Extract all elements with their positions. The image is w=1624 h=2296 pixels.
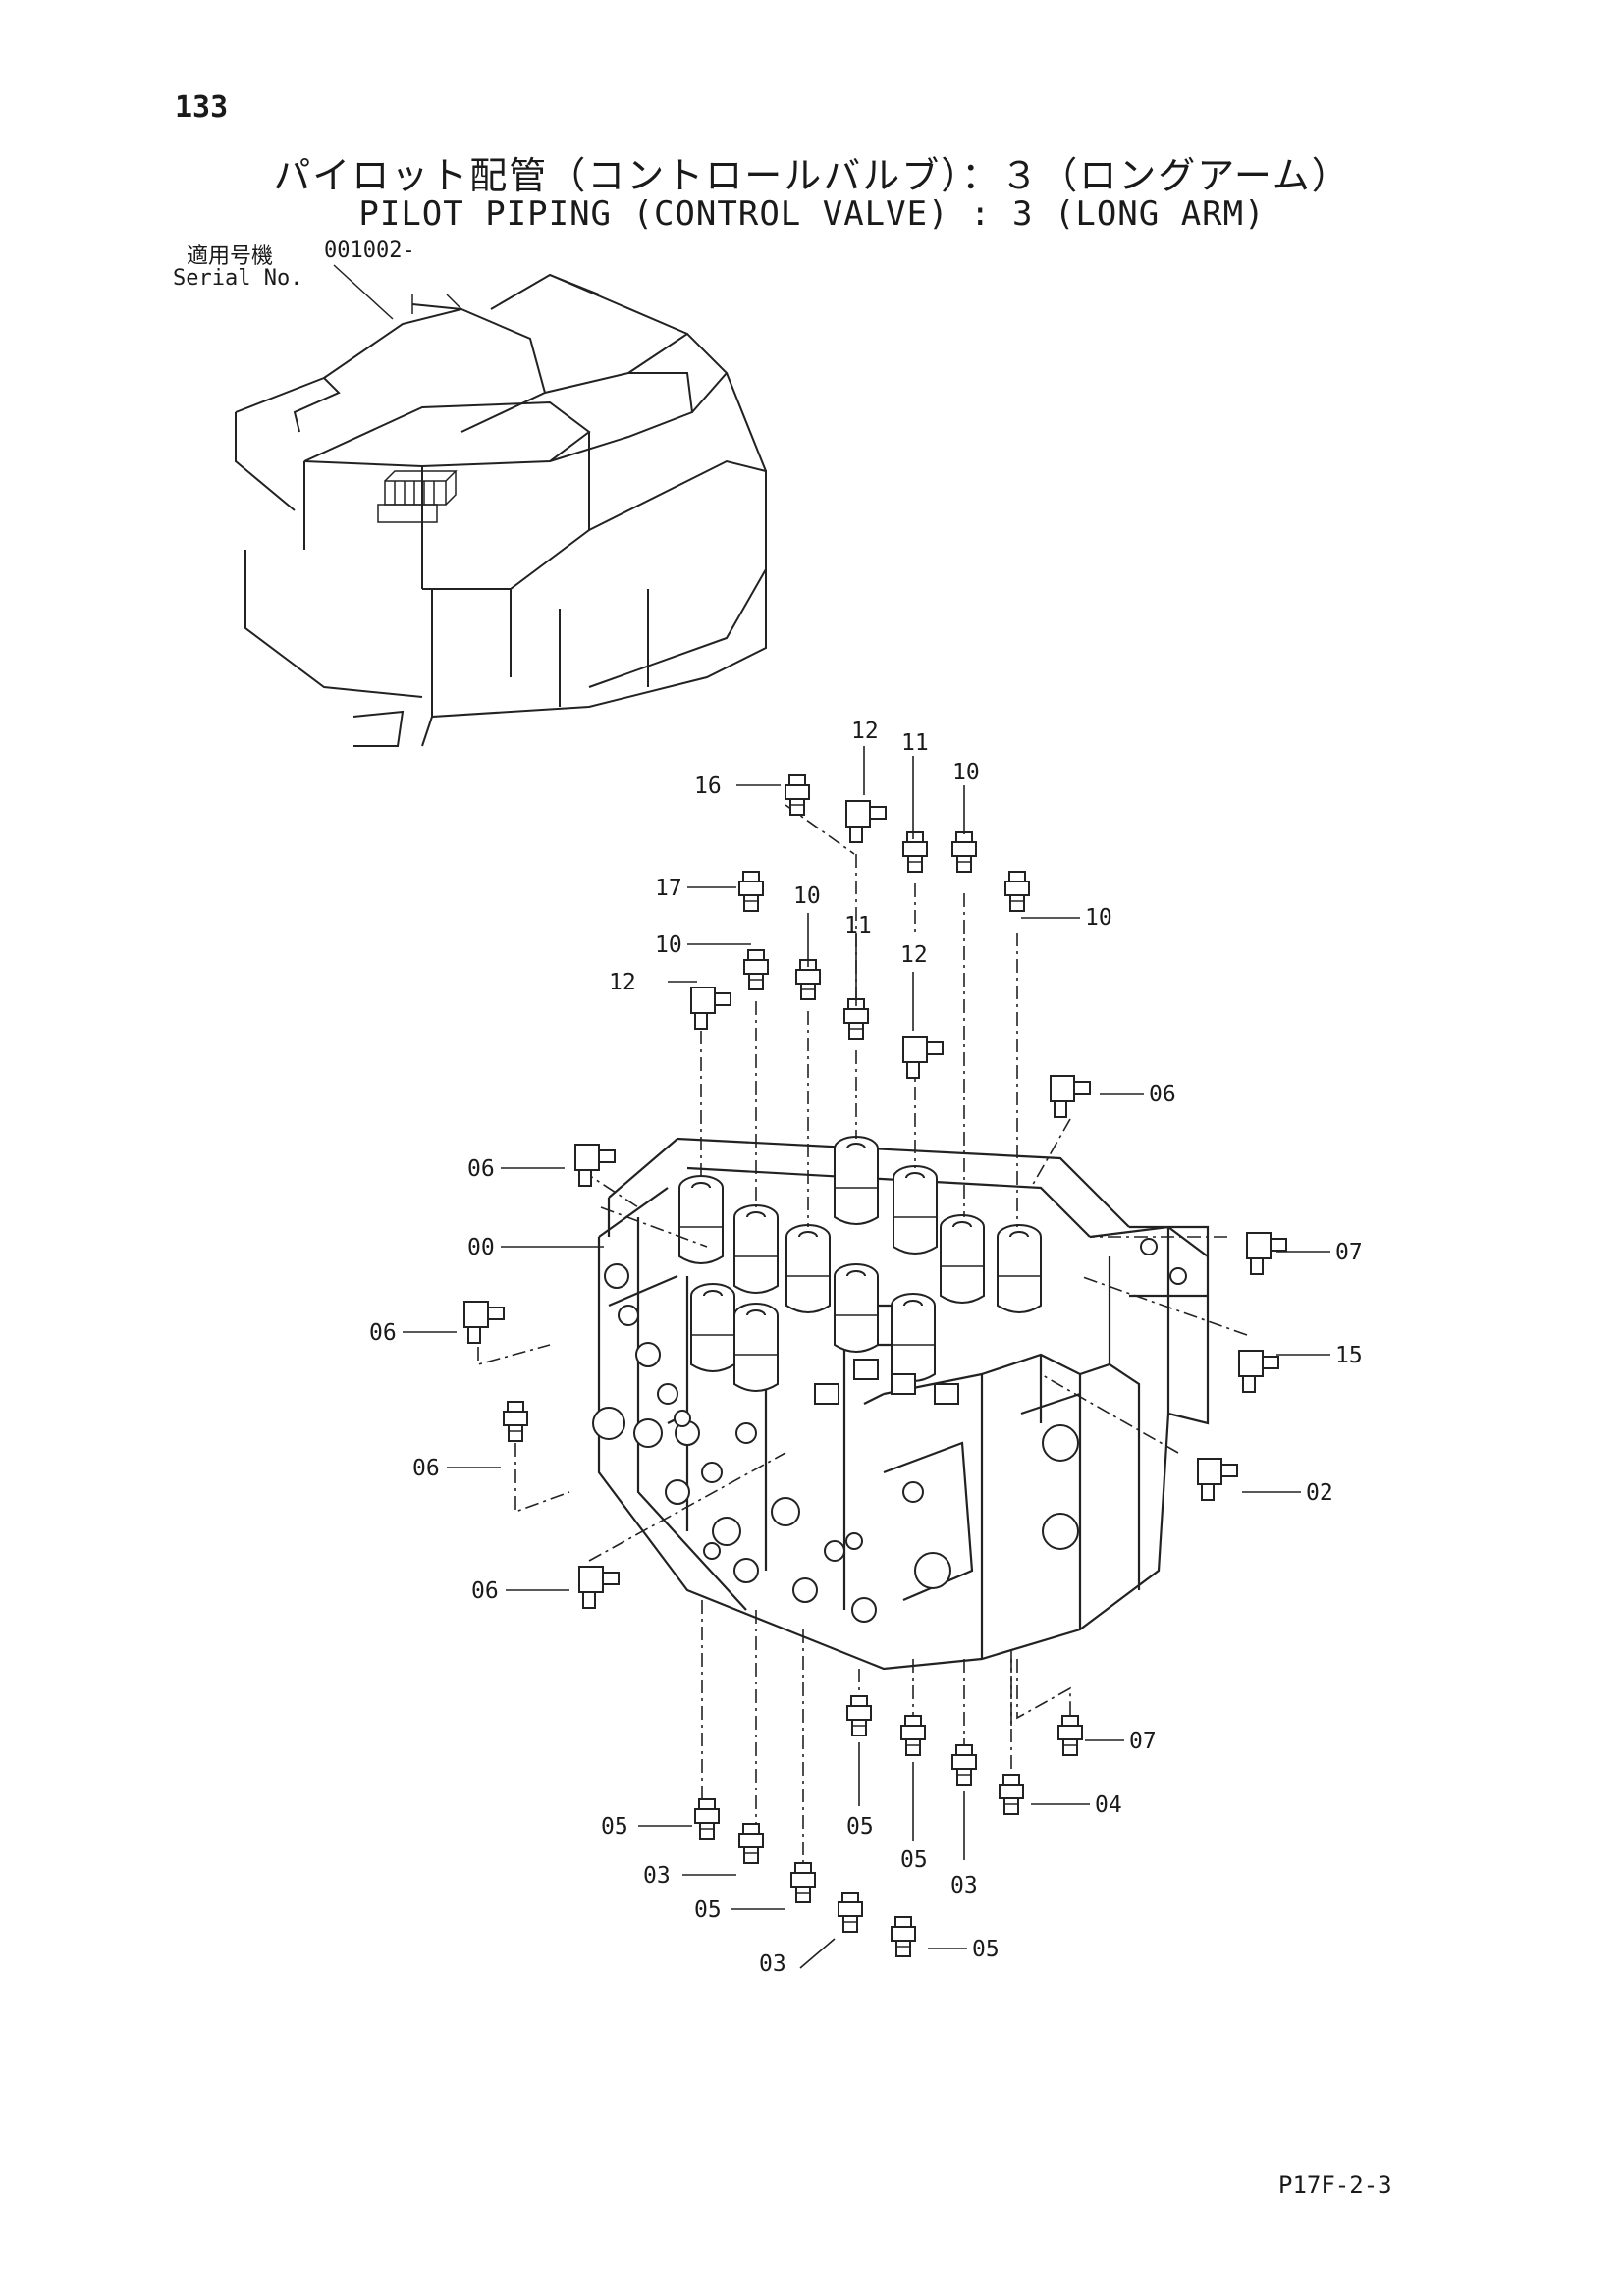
callout-label: 03 [759,1951,786,1977]
callout-label: 06 [471,1578,499,1604]
valve-ports [592,1238,1187,1623]
callout-label: 16 [694,774,722,799]
page-number: 133 [175,90,229,125]
callout-label: 07 [1335,1240,1363,1265]
page-title-english: PILOT PIPING (CONTROL VALVE) : 3 (LONG A… [358,194,1266,234]
serial-label-japanese: 適用号機 [187,244,274,269]
machine-overview-sketch [235,264,767,747]
callout-label: 11 [901,730,929,756]
callout-label: 11 [844,913,872,938]
callout-label: 10 [952,760,980,785]
callout-label: 03 [950,1873,978,1898]
callout-label: 10 [655,933,682,958]
dash-dot-lines [477,804,1248,1875]
page-code: P17F-2-3 [1278,2171,1392,2199]
callout-label: 17 [655,876,682,901]
pilot-coils [678,1136,1042,1392]
callout-label: 10 [793,883,821,909]
callout-label: 06 [1149,1082,1176,1107]
callout-label: 05 [694,1897,722,1923]
page-title-japanese: パイロット配管（コントロールバルブ）：３（ロングアーム） [273,154,1351,197]
callout-label: 06 [467,1156,495,1182]
serial-label-english: Serial No. [173,266,303,291]
callout-label: 12 [851,719,879,744]
callout-label: 05 [900,1847,928,1873]
callout-labels: 12 11 10 16 17 10 10 12 11 10 12 06 06 0… [369,719,1363,1977]
callout-label: 15 [1335,1343,1363,1368]
callout-leaders [403,746,1330,1969]
callout-label: 03 [643,1863,671,1889]
callout-label: 12 [900,942,928,968]
callout-label: 10 [1085,905,1112,931]
callout-label: 06 [369,1320,397,1346]
callout-label: 02 [1306,1480,1333,1506]
serial-value: 001002- [324,239,415,263]
bottom-nuts [814,1359,959,1405]
callout-label: 04 [1095,1792,1122,1818]
callout-label: 12 [609,970,636,995]
callout-label: 00 [467,1235,495,1260]
callout-label: 06 [412,1456,440,1481]
callout-label: 07 [1129,1729,1157,1754]
callout-label: 05 [846,1814,874,1840]
callout-label: 05 [972,1937,1000,1962]
callout-label: 05 [601,1814,628,1840]
